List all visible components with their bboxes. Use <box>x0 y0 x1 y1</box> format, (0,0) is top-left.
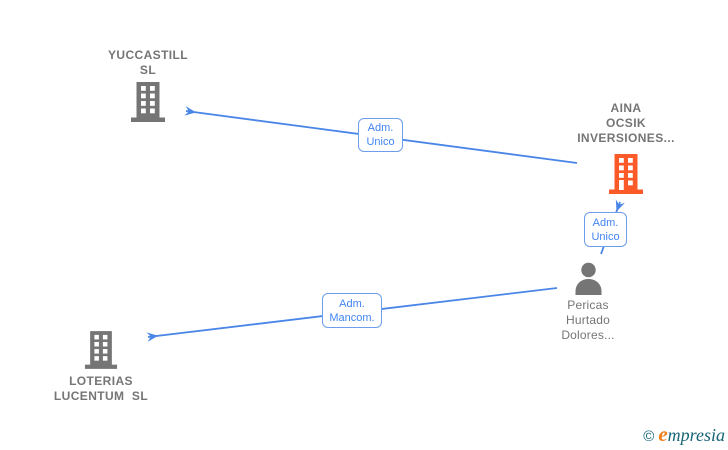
empresia-logo[interactable]: © empresia <box>643 422 725 447</box>
node-label-line: YUCCASTILL <box>108 48 188 62</box>
node-label-line: OCSIK <box>605 116 646 130</box>
node-aina[interactable]: AINA OCSIK INVERSIONES... <box>566 101 686 194</box>
edge-label-adm-unico: Adm. Unico <box>584 212 627 247</box>
node-label: YUCCASTILL SL <box>88 48 208 78</box>
edge-label-line: Unico <box>591 230 620 243</box>
edge-label-line: Unico <box>366 136 395 148</box>
node-label-line: Dolores... <box>561 328 615 342</box>
node-label-line: INVERSIONES... <box>577 131 675 145</box>
node-label-line: SL <box>139 63 157 77</box>
node-label-line: AINA <box>610 101 642 115</box>
copyright-icon: © <box>643 428 655 445</box>
node-loterias[interactable]: LOTERIAS LUCENTUM SL <box>41 331 161 404</box>
edge-label-line: Adm. <box>592 216 619 229</box>
brand-rest: mpresia <box>667 425 725 445</box>
brand-name: empresia <box>658 422 725 447</box>
node-label: LOTERIAS LUCENTUM SL <box>41 374 161 404</box>
building-icon <box>41 331 161 369</box>
node-label: AINA OCSIK INVERSIONES... <box>566 101 686 146</box>
edge-label-adm-mancom: Adm. Mancom. <box>322 293 382 328</box>
building-icon <box>88 82 208 122</box>
edge-label-line: Adm. <box>339 297 365 310</box>
node-pericas[interactable]: Pericas Hurtado Dolores... <box>528 262 648 343</box>
node-label-line: Hurtado <box>565 313 611 327</box>
building-icon <box>566 154 686 194</box>
brand-initial: e <box>658 422 668 446</box>
node-label-line: Pericas <box>567 298 609 312</box>
node-label-line: LUCENTUM SL <box>53 389 149 403</box>
node-label: Pericas Hurtado Dolores... <box>528 298 648 343</box>
node-label-line: LOTERIAS <box>69 374 133 388</box>
edge-label-line: Mancom. <box>329 311 375 324</box>
node-yuccastill[interactable]: YUCCASTILL SL <box>88 48 208 122</box>
person-icon <box>528 262 648 295</box>
edge-label-adm-unico: Adm. Unico <box>358 118 403 152</box>
edge-label-line: Adm. <box>367 122 394 134</box>
